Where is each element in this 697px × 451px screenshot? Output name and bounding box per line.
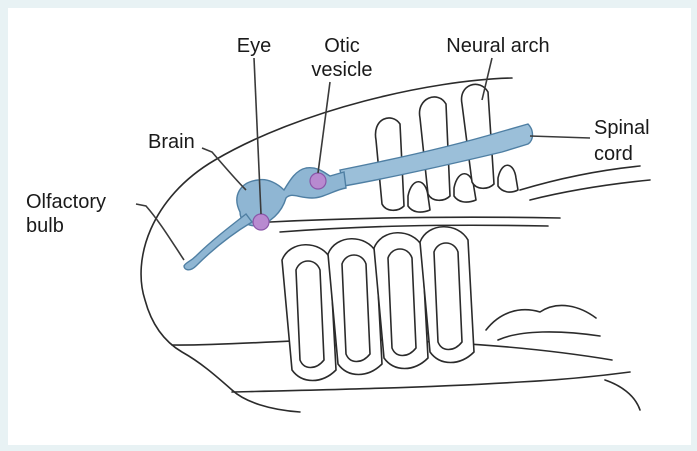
eye-label: Eye <box>237 35 271 57</box>
label-neural-arch: Neural arch <box>446 35 549 100</box>
brain-label: Brain <box>148 131 195 153</box>
spinal-label-line2: cord <box>594 143 633 165</box>
spinal-leader <box>530 136 590 138</box>
neural-arch-label: Neural arch <box>446 35 549 57</box>
label-spinal-cord: Spinal cord <box>530 117 650 165</box>
otic-leader <box>318 82 330 173</box>
label-olfactory-bulb: Olfactory bulb <box>26 191 184 260</box>
eye-marker <box>253 214 269 230</box>
otic-label-line2: vesicle <box>311 59 372 81</box>
spinal-label-line1: Spinal <box>594 117 650 139</box>
otic-vesicle-marker <box>310 173 326 189</box>
label-otic-vesicle: Otic vesicle <box>311 35 372 173</box>
label-brain: Brain <box>148 131 246 190</box>
olfactory-label-line1: Olfactory <box>26 191 106 213</box>
olfactory-label-line2: bulb <box>26 215 64 237</box>
gill-arches <box>282 227 600 381</box>
otic-label-line1: Otic <box>324 35 360 57</box>
